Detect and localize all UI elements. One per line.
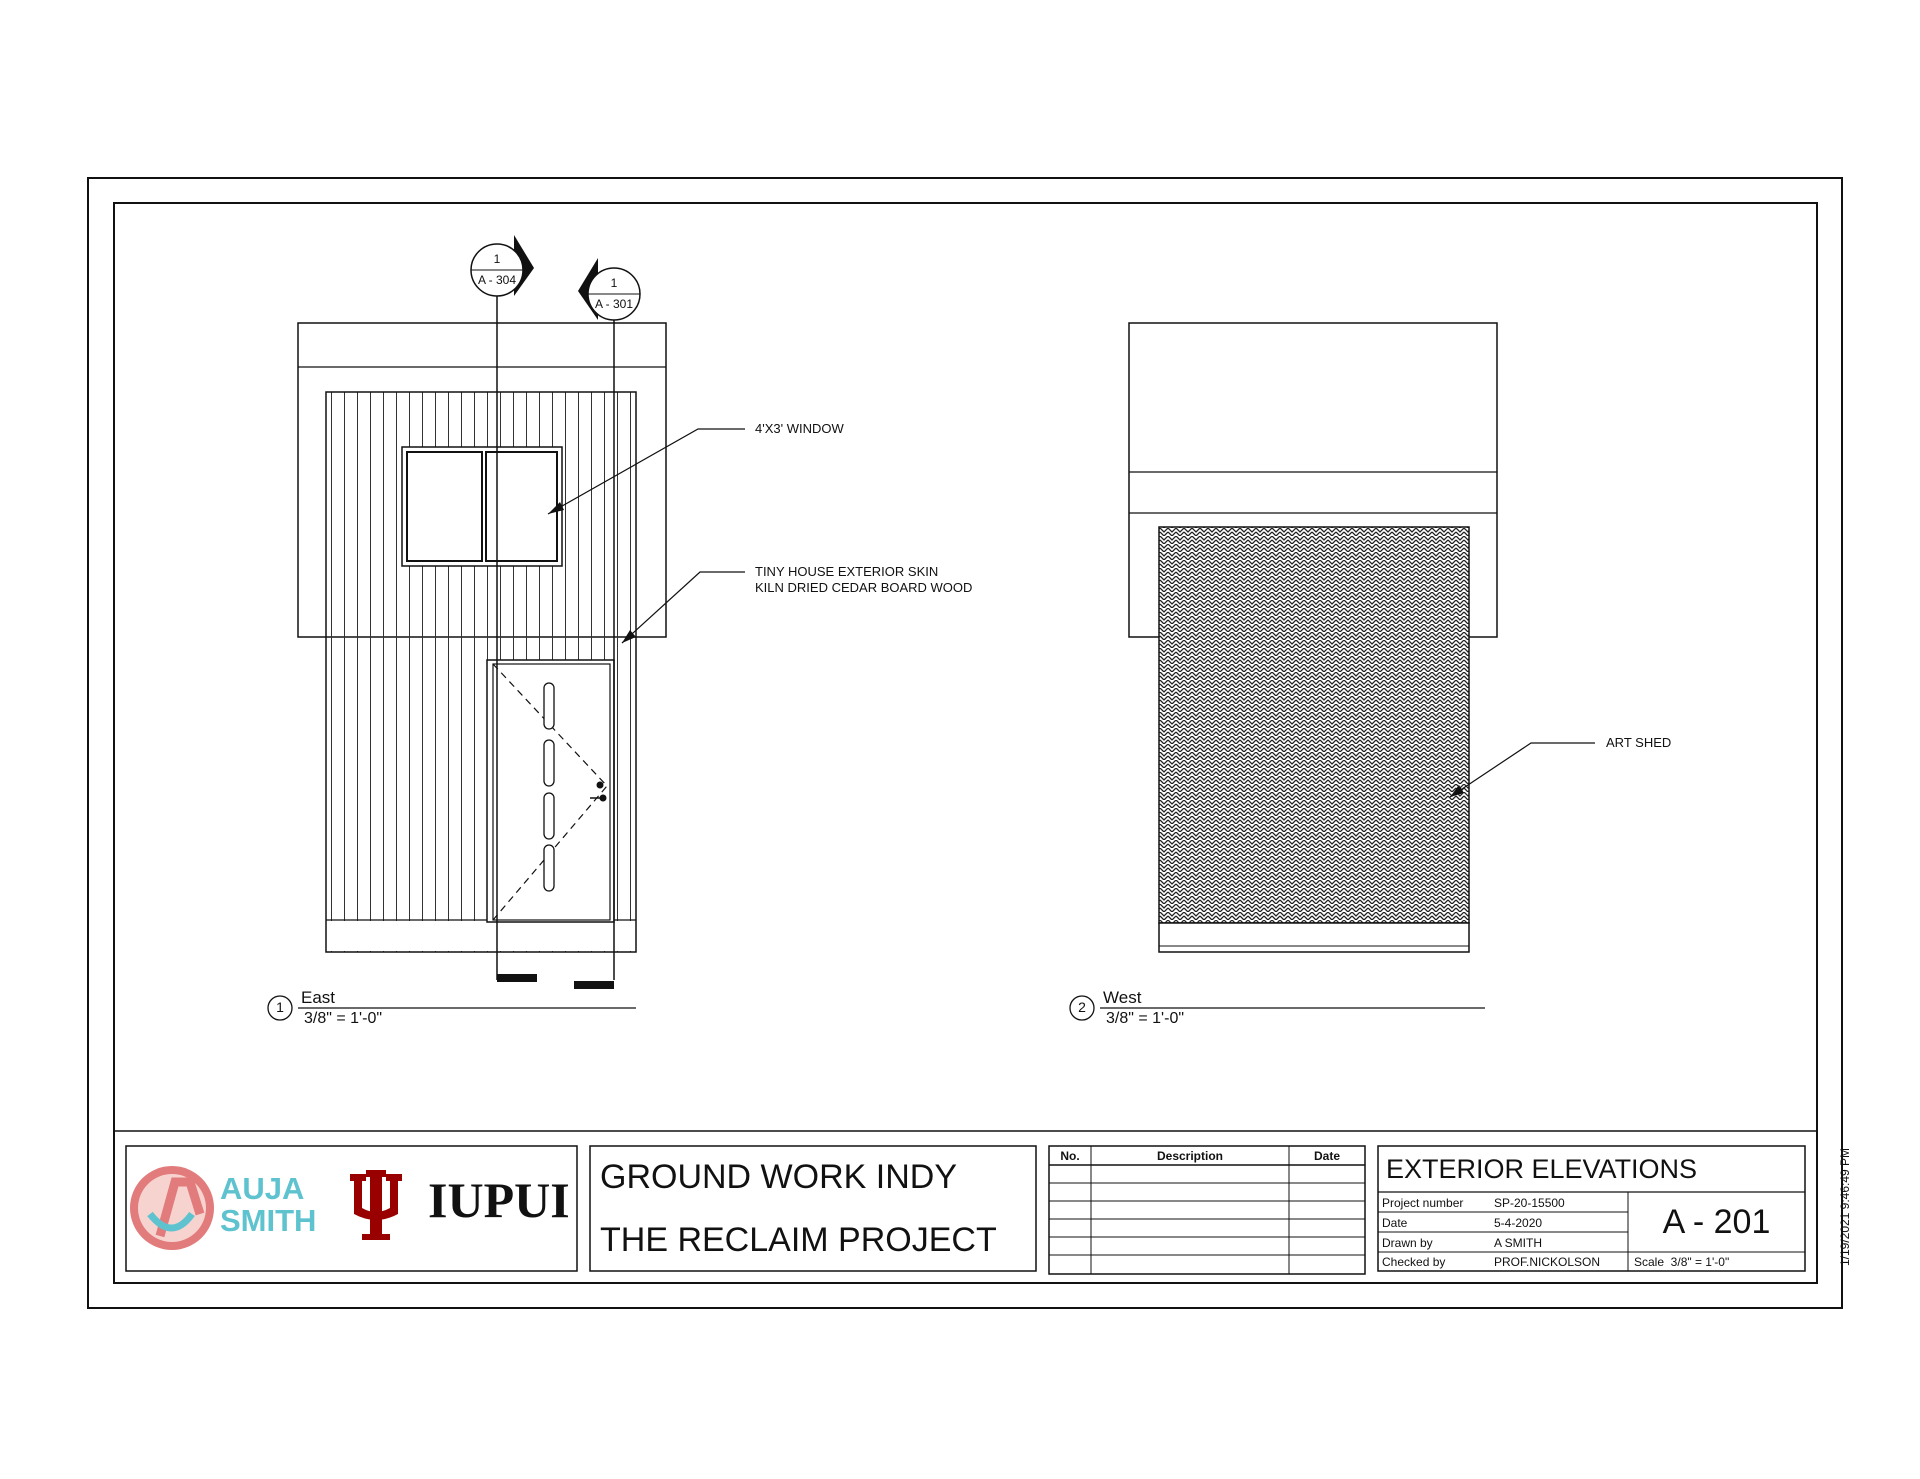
outer-border [87, 177, 1843, 1309]
west-view-number-circle [1069, 995, 1095, 1021]
west-view-number: 2 [1078, 999, 1086, 1015]
west-view-scale: 3/8" = 1'-0" [1106, 1010, 1185, 1027]
east-window [401, 446, 563, 567]
east-elevation [267, 235, 745, 1021]
project-name-line1: GROUND WORK INDY [600, 1158, 957, 1196]
section-mark-a301-number: 1 [610, 276, 618, 290]
east-door [486, 659, 615, 923]
skin-leader [621, 571, 745, 644]
inner-border [113, 202, 1818, 1284]
east-view-number: 1 [276, 999, 284, 1015]
project-name-line2: THE RECLAIM PROJECT [600, 1221, 997, 1259]
field-value-checked-by: PROF.NICKOLSON [1494, 1255, 1601, 1269]
section-mark-a304-sheet: A - 304 [477, 273, 517, 287]
section-mark-a301 [578, 258, 641, 321]
sheet-scale: Scale 3/8" = 1'-0" [1634, 1255, 1730, 1269]
west-wall-herringbone [1158, 526, 1470, 924]
field-label-project-number: Project number [1382, 1196, 1464, 1210]
field-label-drawn-by: Drawn by [1382, 1236, 1433, 1250]
field-label-checked-by: Checked by [1382, 1255, 1446, 1269]
auja-smith-logo-icon [130, 1166, 214, 1250]
section-mark-a304-number: 1 [493, 252, 501, 266]
art-shed-annotation: ART SHED [1606, 735, 1672, 750]
sheet-number: A - 201 [1662, 1203, 1771, 1241]
skin-annotation-line2: KILN DRIED CEDAR BOARD WOOD [755, 580, 973, 595]
sheet-info-box [1377, 1145, 1806, 1272]
window-annotation: 4'X3' WINDOW [755, 421, 844, 436]
section-mark-a301-sheet: A - 301 [594, 297, 634, 311]
auja-logo-line2: SMITH [220, 1203, 317, 1238]
section-mark-a304 [470, 235, 534, 297]
sheet-title: EXTERIOR ELEVATIONS [1386, 1154, 1698, 1184]
field-label-date: Date [1382, 1216, 1408, 1230]
logo-box [125, 1145, 578, 1272]
revision-header-description: Description [1156, 1149, 1223, 1163]
art-shed-leader [1449, 742, 1595, 798]
print-timestamp: 1/19/2021 9:46:49 PM [1838, 1147, 1852, 1267]
section-lines [496, 296, 615, 989]
revision-header-no: No. [1060, 1149, 1080, 1163]
revision-header-date: Date [1313, 1149, 1340, 1163]
field-value-date: 5-4-2020 [1494, 1216, 1543, 1230]
east-view-scale: 3/8" = 1'-0" [304, 1010, 383, 1027]
skin-annotation-line1: TINY HOUSE EXTERIOR SKIN [755, 564, 939, 579]
iu-trident-logo-icon [350, 1170, 402, 1240]
window-leader [547, 428, 745, 515]
field-value-project-number: SP-20-15500 [1494, 1196, 1565, 1210]
project-box [589, 1145, 1037, 1272]
west-view-name: West [1103, 988, 1142, 1007]
auja-logo-line1: AUJA [220, 1171, 305, 1206]
west-elevation [1069, 322, 1595, 1021]
revision-table [1048, 1145, 1366, 1275]
field-value-drawn-by: A SMITH [1494, 1236, 1543, 1250]
east-view-name: East [301, 988, 336, 1007]
east-view-number-circle [267, 995, 293, 1021]
iupui-logo-text: IUPUI [428, 1172, 570, 1228]
